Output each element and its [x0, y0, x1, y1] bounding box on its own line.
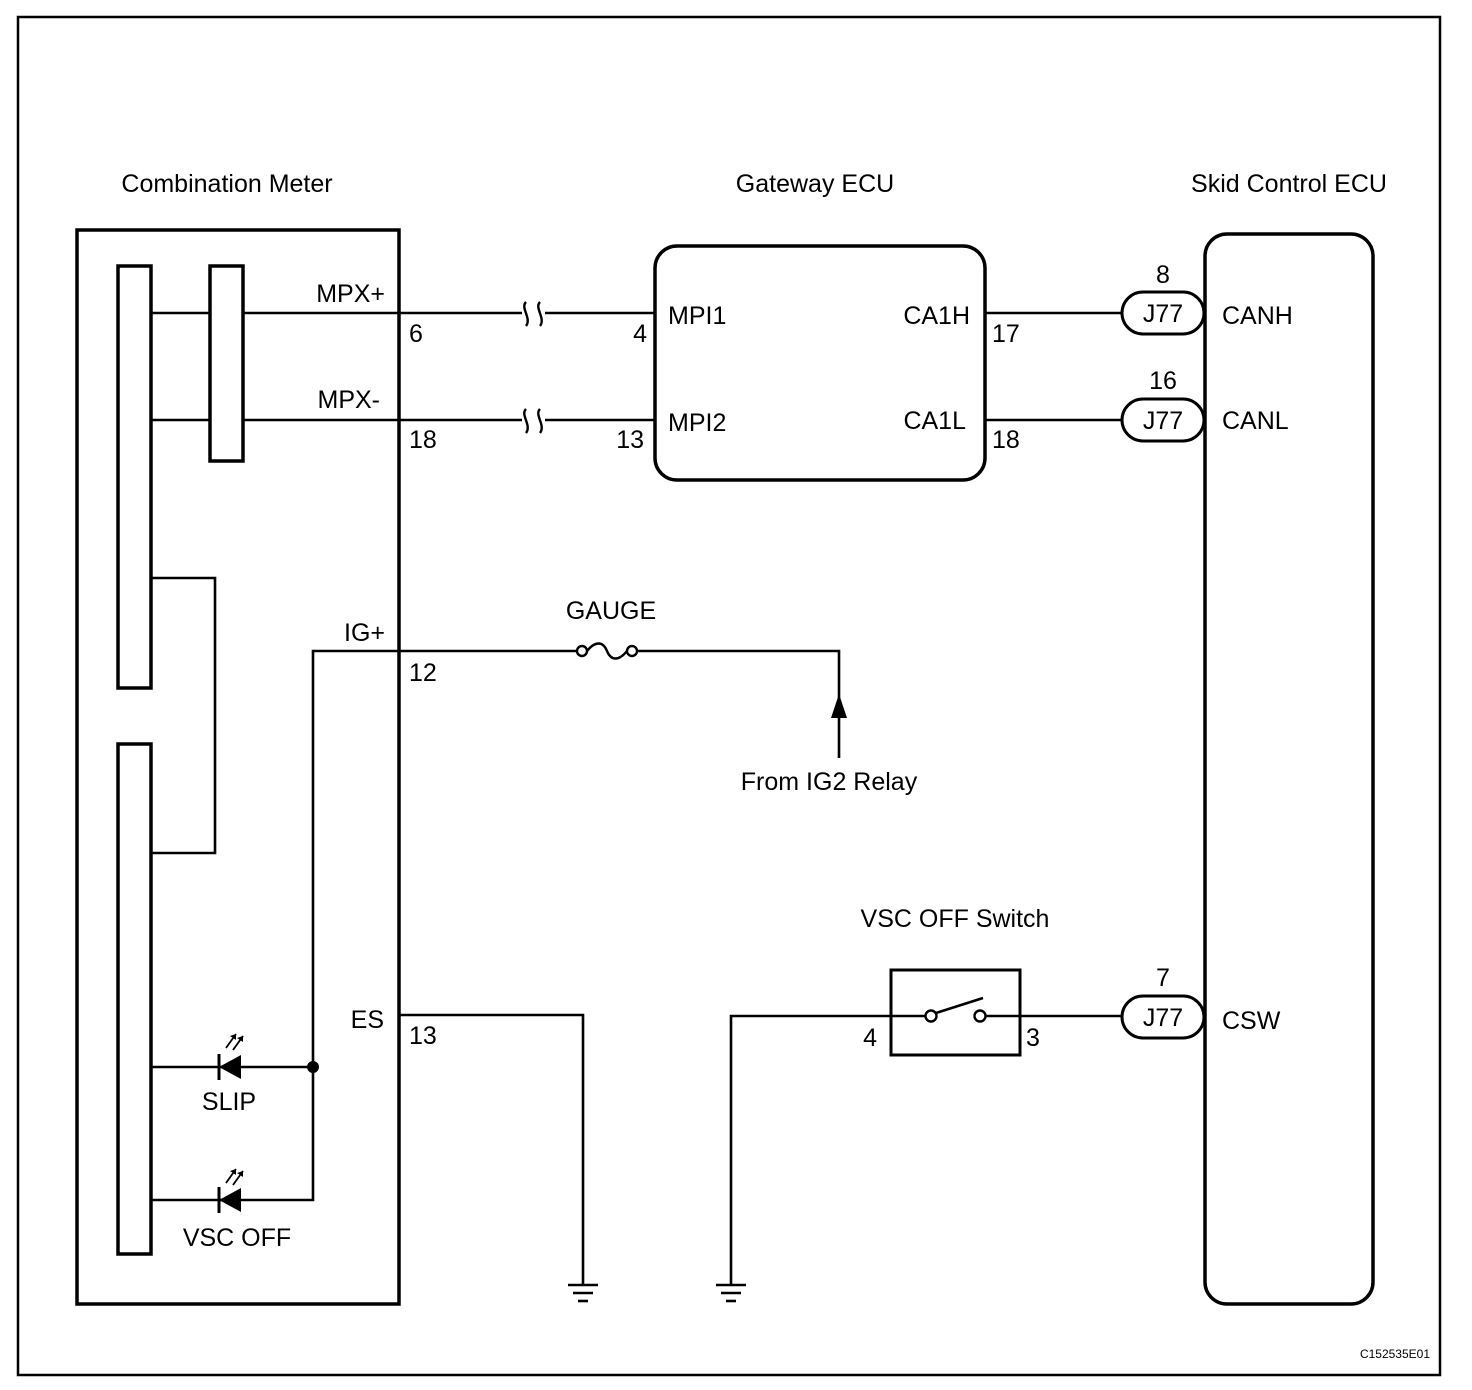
meter-bar-lower: [116, 742, 153, 1256]
switch-pin-right: 3: [1026, 1024, 1040, 1052]
mpi1-label: MPI1: [668, 302, 726, 330]
es-label: ES: [351, 1006, 384, 1034]
wire-break-icon: [523, 301, 543, 327]
vsc-off-switch-title: VSC OFF Switch: [861, 905, 1050, 933]
mpx-plus-pin: 6: [409, 320, 423, 348]
svg-text:J77: J77: [1143, 300, 1183, 328]
ca1l-label: CA1L: [903, 407, 966, 435]
ground-icon: [716, 1283, 746, 1303]
mpi2-pin: 13: [616, 426, 644, 454]
es-pin: 13: [409, 1022, 437, 1050]
mpi2-label: MPI2: [668, 409, 726, 437]
mpx-plus-label: MPX+: [316, 280, 385, 308]
mpx-minus-label: MPX-: [318, 386, 381, 414]
skid-control-ecu-title: Skid Control ECU: [1191, 170, 1387, 198]
ca1h-label: CA1H: [903, 302, 970, 330]
vsc-off-switch-box: [889, 968, 1022, 1057]
mpi1-pin: 4: [633, 320, 647, 348]
gateway-ecu-title: Gateway ECU: [736, 170, 894, 198]
ground-icon: [568, 1283, 598, 1303]
slip-led-icon: [217, 1033, 244, 1080]
fuse-icon: [575, 642, 639, 660]
gateway-ecu-box: [653, 244, 987, 482]
vsc-off-led-icon: [217, 1168, 244, 1213]
ig-plus-pin: 12: [409, 659, 437, 687]
switch-contact-icon: [891, 996, 1020, 1023]
relay-label: From IG2 Relay: [741, 768, 918, 796]
canl-pin: 16: [1149, 367, 1177, 395]
switch-pin-left: 4: [863, 1024, 877, 1052]
csw-label: CSW: [1222, 1007, 1281, 1035]
arrow-up-icon: [831, 694, 847, 758]
ig-plus-internal-wire: [151, 649, 400, 1202]
wire-break-icon: [523, 408, 543, 434]
j77-connector-csw: J77: [1120, 994, 1206, 1040]
slip-label: SLIP: [202, 1088, 256, 1116]
skid-control-ecu-box: [1203, 232, 1375, 1306]
mpx-minus-pin: 18: [409, 426, 437, 454]
meter-link-bars: [151, 576, 217, 855]
j77-connector-canl: J77: [1120, 397, 1206, 443]
svg-text:J77: J77: [1143, 407, 1183, 435]
fuse-label: GAUGE: [566, 597, 656, 625]
canl-label: CANL: [1222, 407, 1289, 435]
canh-pin: 8: [1156, 261, 1170, 289]
meter-bar-upper: [116, 264, 153, 690]
vsc-off-label: VSC OFF: [183, 1224, 291, 1252]
figure-code: C152535E01: [1360, 1347, 1430, 1361]
combination-meter-title: Combination Meter: [121, 170, 332, 198]
ig-plus-wire: [400, 649, 841, 716]
es-ground-wire: [400, 1013, 585, 1284]
csw-pin: 7: [1156, 964, 1170, 992]
svg-text:J77: J77: [1143, 1004, 1183, 1032]
ig-plus-label: IG+: [344, 619, 385, 647]
j77-connector-canh: J77: [1120, 290, 1206, 336]
meter-bar-small: [208, 264, 245, 463]
junction-dot: [307, 1061, 319, 1073]
diagram-frame: [16, 15, 1442, 1377]
combination-meter-box: [75, 228, 401, 1306]
ca1h-pin: 17: [992, 320, 1020, 348]
ca1l-pin: 18: [992, 426, 1020, 454]
switch-ground-wire: [729, 1014, 891, 1284]
canh-label: CANH: [1222, 302, 1293, 330]
